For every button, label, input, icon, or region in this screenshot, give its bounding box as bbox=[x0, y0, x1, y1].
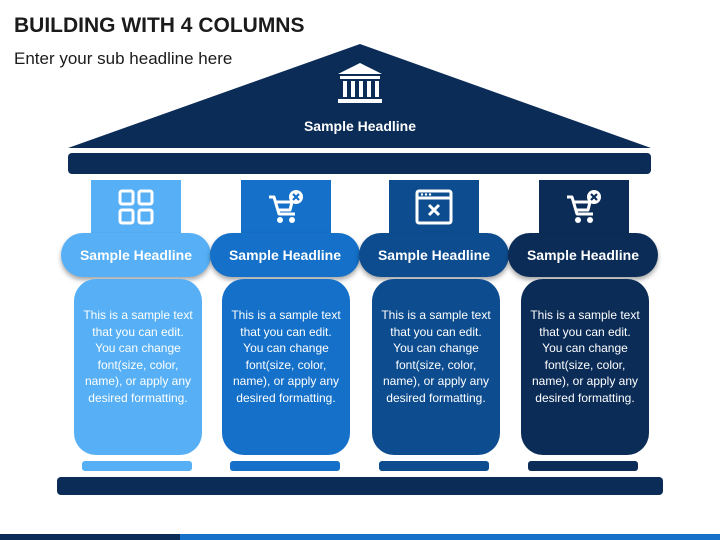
column-1-body-text: This is a sample text that you can edit.… bbox=[74, 279, 202, 455]
cart-remove-icon bbox=[567, 190, 601, 223]
column-2-body-text: This is a sample text that you can edit.… bbox=[222, 279, 350, 455]
column-1-base bbox=[82, 461, 192, 471]
page-title: BUILDING WITH 4 COLUMNS bbox=[14, 14, 305, 37]
page-subtitle: Enter your sub headline here bbox=[14, 49, 233, 68]
column-4-body-text: This is a sample text that you can edit.… bbox=[521, 279, 649, 455]
browser-window-close-icon bbox=[415, 189, 453, 225]
column-2-headline: Sample Headline bbox=[210, 233, 360, 277]
bottom-strip-dark bbox=[0, 534, 180, 540]
column-1-headline: Sample Headline bbox=[61, 233, 211, 277]
column-3-headline: Sample Headline bbox=[359, 233, 509, 277]
column-4-headline: Sample Headline bbox=[508, 233, 658, 277]
bank-building-icon bbox=[338, 63, 382, 103]
column-3-body-text: This is a sample text that you can edit.… bbox=[372, 279, 500, 455]
roof-headline: Sample Headline bbox=[303, 118, 417, 134]
column-2-icon-box bbox=[241, 180, 331, 240]
roof-beam bbox=[68, 153, 651, 174]
foundation-bar bbox=[57, 477, 663, 495]
grid-squares-icon bbox=[118, 189, 154, 225]
bottom-accent-strip bbox=[0, 534, 720, 540]
cart-remove-icon bbox=[269, 190, 303, 223]
column-4-base bbox=[528, 461, 638, 471]
column-2-base bbox=[230, 461, 340, 471]
column-3-icon-box bbox=[389, 180, 479, 240]
bottom-strip-light bbox=[180, 534, 720, 540]
column-4-icon-box bbox=[539, 180, 629, 240]
column-3-base bbox=[379, 461, 489, 471]
column-1-icon-box bbox=[91, 180, 181, 240]
